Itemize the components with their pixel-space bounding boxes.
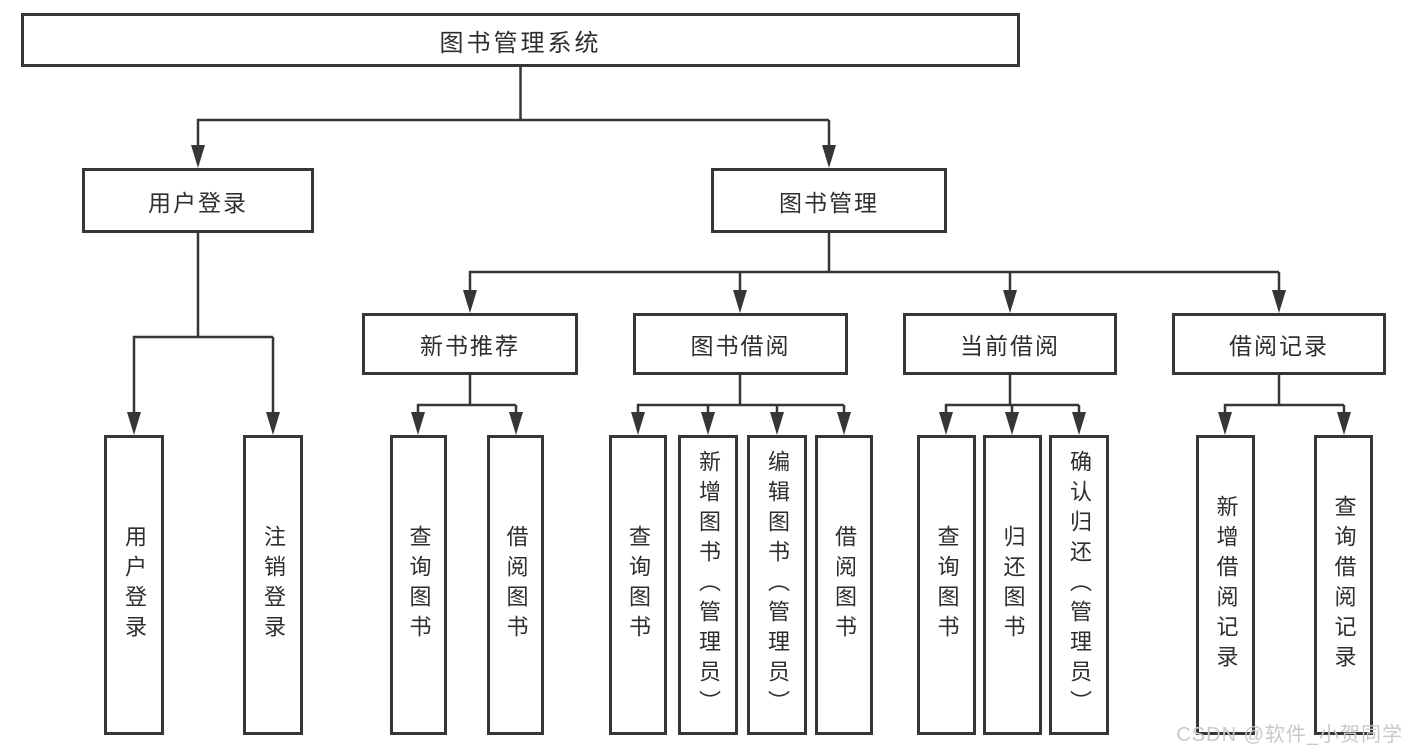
- csdn-watermark: CSDN @软件_小贺同学: [1176, 724, 1403, 746]
- node-label: 查询图书: [626, 525, 651, 645]
- node-new-book-recommendation: 新书推荐: [362, 313, 578, 375]
- node-leaf-user-login: 用户登录: [104, 435, 164, 735]
- node-label: 查询借阅记录: [1331, 495, 1357, 675]
- node-label: 归还图书: [1000, 525, 1026, 645]
- node-label: 注销登录: [261, 525, 286, 645]
- node-label: 图书借阅: [690, 333, 791, 359]
- node-label: 新增借阅记录: [1213, 495, 1239, 675]
- node-label: 查询图书: [406, 525, 432, 645]
- node-book-borrowing: 图书借阅: [633, 313, 848, 375]
- node-label: 当前借阅: [960, 333, 1060, 359]
- node-query-borrowing-record: 查询借阅记录: [1314, 435, 1373, 735]
- connector-current-borrowing-to-leaves: [944, 375, 1081, 416]
- node-user-login: 用户登录: [82, 168, 314, 233]
- node-query-books-recommendation: 查询图书: [390, 435, 447, 735]
- node-label: 借阅图书: [503, 525, 529, 645]
- node-label: 确认归还（管理员）: [1067, 450, 1092, 720]
- node-return-books: 归还图书: [983, 435, 1042, 735]
- node-label: 借阅记录: [1229, 333, 1329, 359]
- arrowheads: [127, 145, 1351, 435]
- connector-new-book-rec-to-leaves: [416, 375, 518, 416]
- node-label: 借阅图书: [832, 525, 857, 645]
- node-label: 新增图书（管理员）: [696, 450, 721, 720]
- node-leaf-logout: 注销登录: [243, 435, 303, 735]
- node-borrow-books-borrowing: 借阅图书: [815, 435, 873, 735]
- node-label: 图书管理系统: [439, 29, 602, 57]
- connector-root-to-level2: [196, 67, 831, 150]
- node-library-management-system: 图书管理系统: [21, 13, 1020, 67]
- node-add-borrowing-record: 新增借阅记录: [1196, 435, 1255, 735]
- node-query-books-current: 查询图书: [917, 435, 976, 735]
- connector-book-borrowing-to-leaves: [636, 375, 846, 416]
- node-edit-books-admin: 编辑图书（管理员）: [747, 435, 807, 735]
- node-label: 用户登录: [122, 525, 147, 645]
- node-add-books-admin: 新增图书（管理员）: [678, 435, 738, 735]
- node-book-management: 图书管理: [711, 168, 947, 233]
- node-label: 编辑图书（管理员）: [765, 450, 790, 720]
- connector-book-management-to-level3: [468, 233, 1281, 295]
- node-label: 新书推荐: [420, 333, 520, 359]
- node-confirm-return-admin: 确认归还（管理员）: [1049, 435, 1109, 735]
- node-current-borrowing: 当前借阅: [903, 313, 1117, 375]
- node-label: 用户登录: [148, 189, 248, 216]
- node-query-books-borrowing: 查询图书: [609, 435, 667, 735]
- node-label: 查询图书: [934, 525, 960, 645]
- node-borrow-books-recommendation: 借阅图书: [487, 435, 544, 735]
- connector-user-login-to-leaves: [132, 233, 275, 416]
- node-borrowing-records: 借阅记录: [1172, 313, 1386, 375]
- connector-borrowing-records-to-leaves: [1223, 375, 1346, 416]
- node-label: 图书管理: [779, 189, 879, 216]
